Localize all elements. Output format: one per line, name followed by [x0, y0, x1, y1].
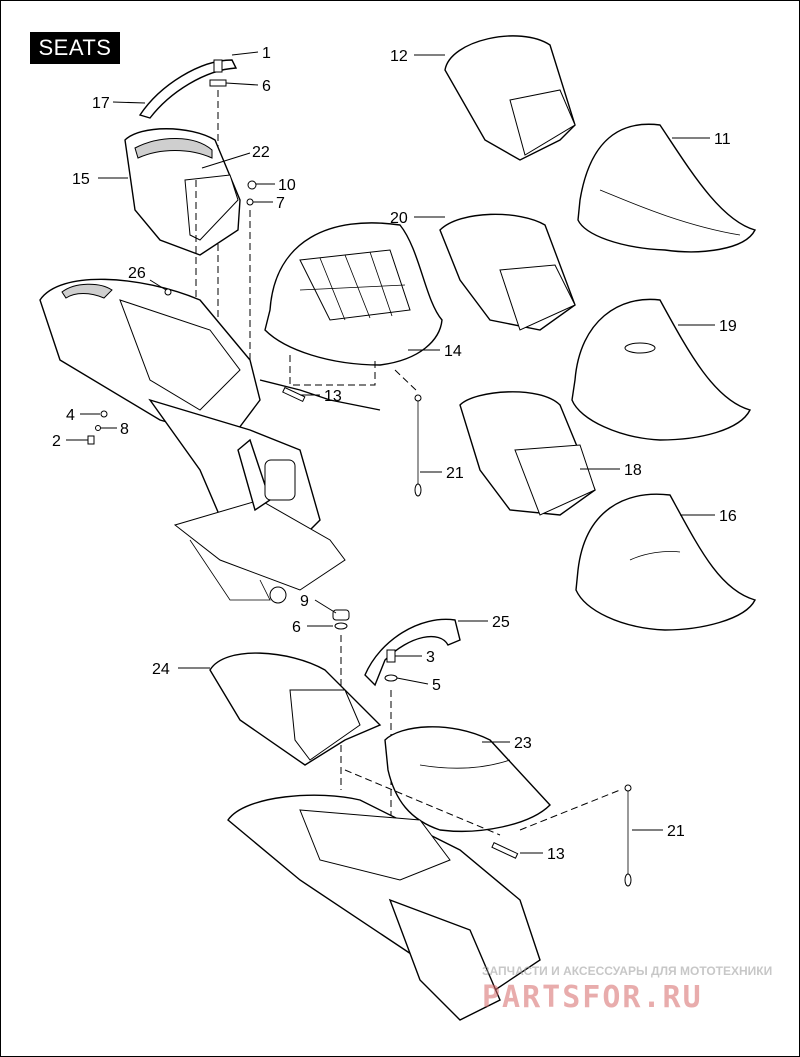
callout-6b: 6 — [292, 619, 301, 636]
pillion-seat-20 — [439, 213, 576, 331]
callout-9: 9 — [300, 593, 309, 610]
callout-12: 12 — [390, 48, 408, 65]
screw-4 — [100, 410, 108, 418]
pillion-seat-24 — [209, 652, 382, 766]
callout-3: 3 — [426, 649, 435, 666]
callout-4: 4 — [66, 407, 75, 424]
callout-15: 15 — [72, 171, 90, 188]
callout-18: 18 — [624, 462, 642, 479]
solo-seat-11 — [577, 123, 757, 253]
callout-14: 14 — [444, 343, 462, 360]
cable-21b-align — [519, 789, 621, 831]
callout-8: 8 — [120, 421, 129, 438]
solo-seat-14 — [264, 222, 443, 366]
grab-strap-25 — [364, 618, 461, 687]
callout-13: 13 — [324, 388, 342, 405]
callout-25: 25 — [492, 614, 510, 631]
callout-13b: 13 — [547, 846, 565, 863]
seat-23 — [384, 726, 551, 832]
callout-5: 5 — [432, 677, 441, 694]
washer-7 — [246, 198, 254, 206]
washer-6b — [334, 622, 348, 630]
watermark-logo: PARTSFOR.RU — [482, 980, 703, 1015]
callout-26: 26 — [128, 265, 146, 282]
cable-21a-align — [394, 369, 419, 393]
callout-16: 16 — [719, 508, 737, 525]
grab-strap-17 — [138, 59, 238, 119]
leader-lines — [66, 51, 715, 854]
callout-labels: 1 6 17 22 15 10 7 26 4 8 2 13 14 21 12 1… — [52, 45, 737, 863]
pin-13b — [491, 842, 519, 859]
nut-10 — [247, 180, 257, 190]
diagram-title: SEATS — [30, 32, 120, 64]
screw-2 — [87, 435, 95, 445]
callout-19: 19 — [719, 318, 737, 335]
cable-21a — [414, 394, 422, 497]
callout-21b: 21 — [667, 823, 685, 840]
callout-7: 7 — [276, 195, 285, 212]
washer-5 — [384, 674, 398, 682]
watermark: ЗАПЧАСТИ И АКСЕССУАРЫ ДЛЯ МОТОТЕХНИКИ PA… — [462, 960, 792, 1050]
solo-seat-16 — [575, 493, 757, 631]
diagram-title-text: SEATS — [38, 35, 112, 60]
callout-20: 20 — [390, 210, 408, 227]
nut-9 — [332, 609, 350, 621]
callout-11: 11 — [714, 131, 731, 148]
callout-10: 10 — [278, 177, 296, 194]
watermark-tagline: ЗАПЧАСТИ И АКСЕССУАРЫ ДЛЯ МОТОТЕХНИКИ — [482, 964, 773, 978]
rear-fender-frame — [39, 278, 381, 604]
callout-21: 21 — [446, 465, 464, 482]
bolt-3 — [386, 649, 396, 663]
pillion-seat-15 — [124, 128, 241, 256]
rear-fender-lower — [227, 794, 541, 1021]
seat-14-mount-line — [289, 355, 376, 386]
screw-26 — [164, 288, 172, 296]
washer-8 — [95, 425, 101, 431]
callout-2: 2 — [52, 433, 61, 450]
callout-17: 17 — [92, 95, 110, 112]
cable-21b — [624, 784, 632, 887]
pin-13a — [282, 386, 306, 403]
pillion-seat-18 — [459, 391, 596, 516]
callout-22: 22 — [252, 144, 270, 161]
callout-1: 1 — [262, 45, 271, 62]
callout-6: 6 — [262, 78, 271, 95]
callout-24: 24 — [152, 661, 170, 678]
callout-23: 23 — [514, 735, 532, 752]
pillion-seat-12 — [444, 35, 576, 161]
seat-23-mount-line — [344, 769, 501, 836]
solo-seat-19 — [571, 298, 752, 441]
